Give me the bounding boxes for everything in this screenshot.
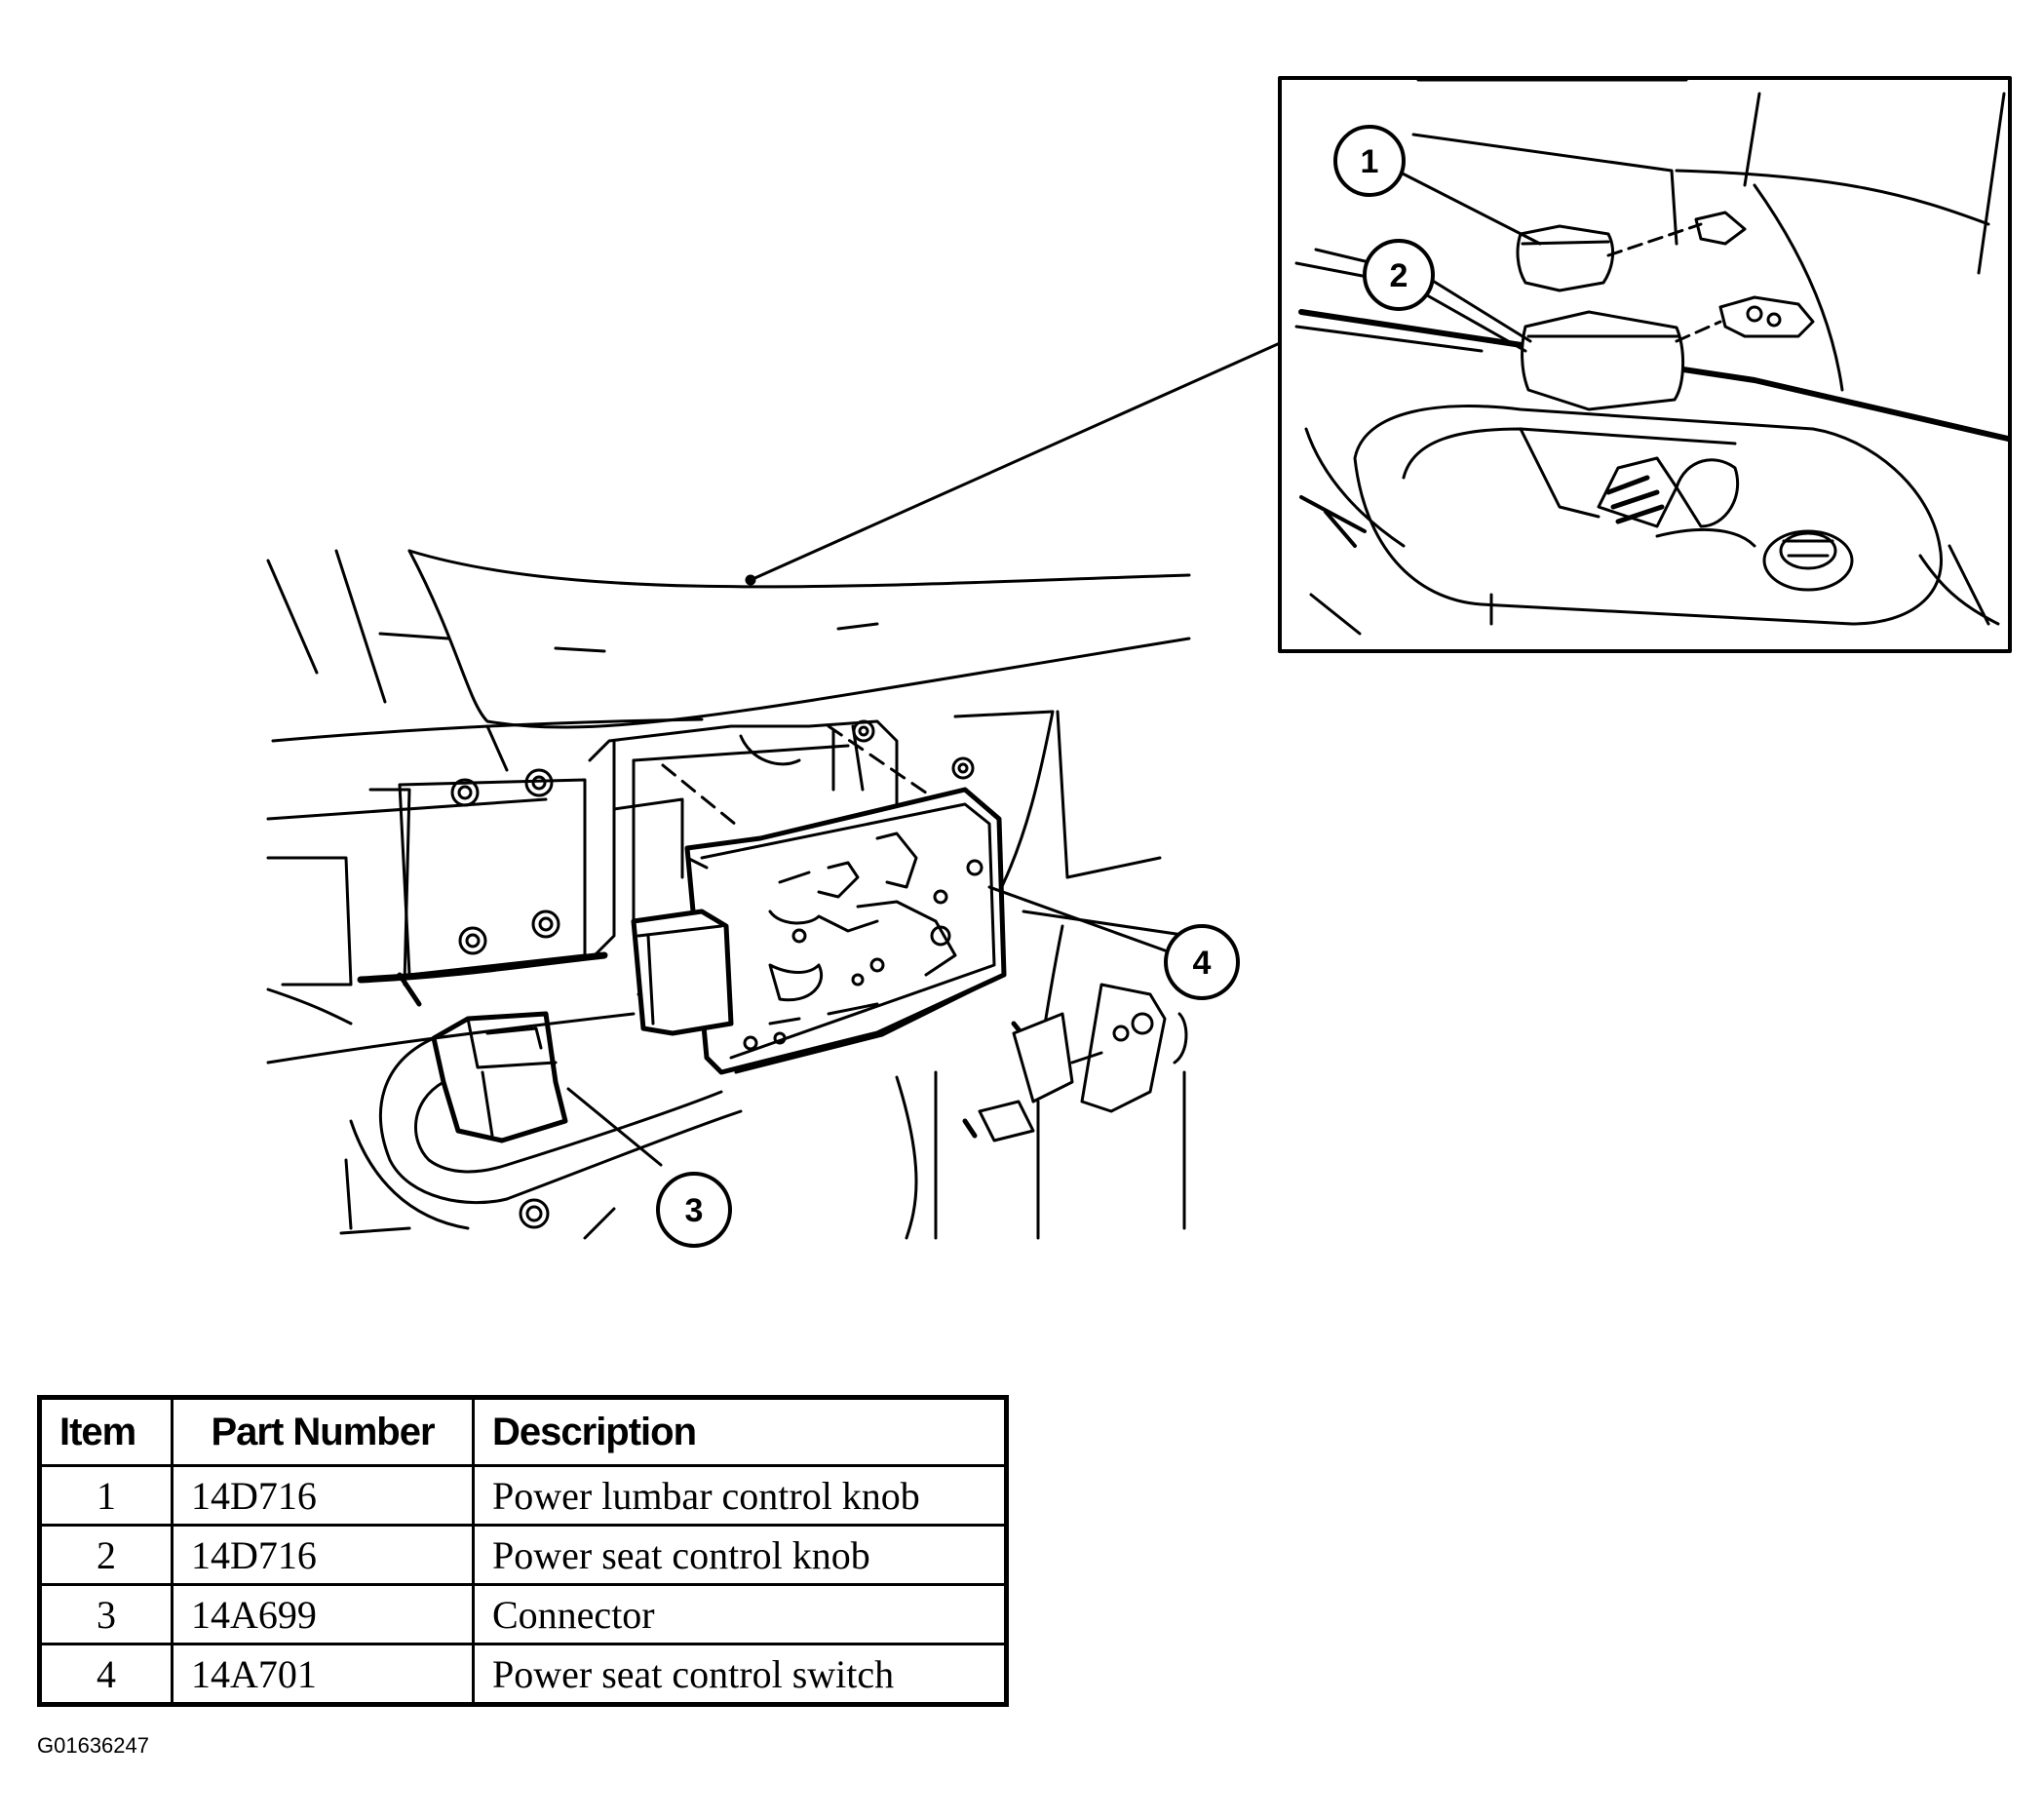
cell-part-number: 14A699 xyxy=(171,1583,475,1645)
table-row: 4 14A701 Power seat control switch xyxy=(38,1643,1008,1706)
main-view xyxy=(266,549,1191,1240)
svg-text:3: 3 xyxy=(685,1192,704,1229)
table-row: 2 14D716 Power seat control knob xyxy=(38,1524,1008,1586)
callout-3: 3 xyxy=(656,1172,732,1248)
cell-item: 3 xyxy=(38,1583,174,1645)
callout-4: 4 xyxy=(1164,924,1240,1000)
header-item: Item xyxy=(38,1396,174,1467)
cell-item: 4 xyxy=(38,1643,174,1706)
cell-description: Power seat control knob xyxy=(472,1524,1008,1586)
connector-shape xyxy=(431,1011,568,1143)
header-description: Description xyxy=(472,1396,1008,1467)
cell-item: 1 xyxy=(38,1464,174,1527)
cell-description: Power seat control switch xyxy=(472,1643,1008,1706)
table-row: 1 14D716 Power lumbar control knob xyxy=(38,1464,1008,1527)
cell-part-number: 14D716 xyxy=(171,1464,475,1527)
parts-table: Item Part Number Description 1 14D716 Po… xyxy=(37,1395,1009,1707)
cell-description: Connector xyxy=(472,1583,1008,1645)
lumbar-knob-shape xyxy=(1516,224,1615,292)
svg-text:1: 1 xyxy=(1361,143,1379,180)
cell-item: 2 xyxy=(38,1524,174,1586)
svg-text:2: 2 xyxy=(1390,257,1408,294)
header-part-number: Part Number xyxy=(171,1396,475,1467)
svg-text:4: 4 xyxy=(1193,945,1212,982)
callout-2: 2 xyxy=(1363,239,1435,311)
inset-frame xyxy=(1278,76,2012,653)
parts-table-header-row: Item Part Number Description xyxy=(38,1396,1008,1467)
cell-part-number: 14A701 xyxy=(171,1643,475,1706)
cell-part-number: 14D716 xyxy=(171,1524,475,1586)
figure-id: G01636247 xyxy=(37,1733,149,1758)
cell-description: Power lumbar control knob xyxy=(472,1464,1008,1527)
callout-1: 1 xyxy=(1333,125,1406,197)
inset-detail-view xyxy=(1278,76,2012,653)
seat-knob-shape xyxy=(1521,310,1685,411)
table-row: 3 14A699 Connector xyxy=(38,1583,1008,1645)
inset-leader-line xyxy=(749,341,1282,582)
